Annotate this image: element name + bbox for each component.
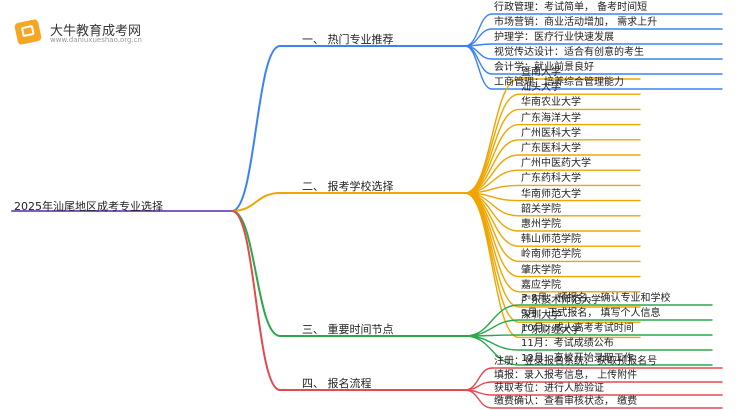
branch-connector (231, 45, 281, 212)
leaf-connector (464, 389, 493, 409)
leaf-connector (464, 108, 520, 194)
leaf-node: 广东财经大学 (521, 325, 581, 337)
leaf-node: 获取考位：进行人脸验证 (494, 383, 604, 394)
leaf-node: 汕头大学 (521, 82, 561, 94)
leaf-node: 工商管理：培养综合管理能力 (494, 77, 624, 88)
leaf-connector (464, 192, 520, 293)
leaf-node: 广东医科大学 (521, 143, 581, 154)
branch-connector (231, 210, 281, 337)
leaf-node: 行政管理：考试简单， 备考时间短 (494, 2, 648, 13)
leaf-node: 惠州学院 (521, 219, 561, 230)
leaf-node: 广东海洋大学 (521, 112, 581, 124)
leaf-connector (464, 45, 493, 90)
leaf-node: 10月：成人高考考试时间 (521, 323, 634, 334)
leaf-connector (464, 192, 520, 247)
leaf-node: 华南师范大学 (521, 188, 581, 200)
leaf-node: 护理学：医疗行业快速发展 (494, 32, 614, 43)
logo-name: 大牛教育成考网 (50, 24, 142, 39)
leaf-node: 嘉应学院 (521, 279, 561, 291)
category-label: 一、 热门专业推荐 (302, 33, 394, 46)
logo: 大牛教育成考网 www.daniuxueshao.org.cn (13, 18, 256, 48)
leaf-node: 11月：考试成绩公布 (521, 338, 614, 349)
category-label: 三、 重要时间节点 (302, 323, 394, 336)
leaf-connector (464, 78, 520, 194)
leaf-connector (464, 154, 520, 194)
leaf-node: 视觉传达设计：适合有创意的考生 (494, 47, 644, 58)
leaf-connector (464, 192, 520, 308)
branch-connector (231, 210, 281, 391)
leaf-node: 注册：登录报名系统， 获取预报名号 (494, 356, 658, 367)
leaf-node: 岭南师范学院 (521, 249, 581, 261)
leaf-node: 缴费确认：查看审核状态， 缴费 (494, 396, 638, 407)
leaf-node: 韶关学院 (521, 203, 561, 215)
leaf-node: 9月：正式报名， 填写个人信息 (521, 308, 661, 319)
leaf-node: 填报：录入报考信息， 上传附件 (494, 370, 638, 381)
leaf-node: 广州中医药大学 (521, 158, 591, 170)
branch-connector (231, 192, 281, 212)
leaf-node: 广东技术师范大学 (521, 295, 601, 306)
category-label: 二、 报考学校选择 (302, 180, 394, 193)
root-topic: 2025年汕尾地区成考专业选择 (14, 200, 163, 213)
leaf-node: 广东药科大学 (521, 173, 581, 185)
leaf-node: 12月：高校开始录取工作 (521, 353, 634, 364)
leaf-node: 肇庆学院 (521, 264, 561, 276)
category-label: 四、 报名流程 (302, 377, 372, 390)
leaf-connector (464, 319, 520, 337)
leaf-connector (464, 192, 520, 339)
logo-url: www.daniuxueshao.org.cn (50, 36, 142, 44)
leaf-connector (464, 335, 520, 366)
leaf-node: 暨南大学 (521, 67, 561, 78)
leaf-node: 3-8月：预报名， 确认专业和学校 (521, 293, 671, 304)
leaf-connector (464, 335, 520, 351)
leaf-node: 韩山师范学院 (521, 234, 581, 246)
leaf-node: 会计学：就业前景良好 (494, 62, 594, 73)
leaf-node: 深圳大学 (521, 310, 561, 322)
leaf-node: 华南农业大学 (521, 97, 581, 109)
leaf-connector (464, 139, 520, 194)
leaf-node: 市场营销：商业活动增加， 需求上升 (494, 17, 658, 28)
leaf-node: 广州医科大学 (521, 127, 581, 139)
leaf-connector (464, 93, 520, 194)
